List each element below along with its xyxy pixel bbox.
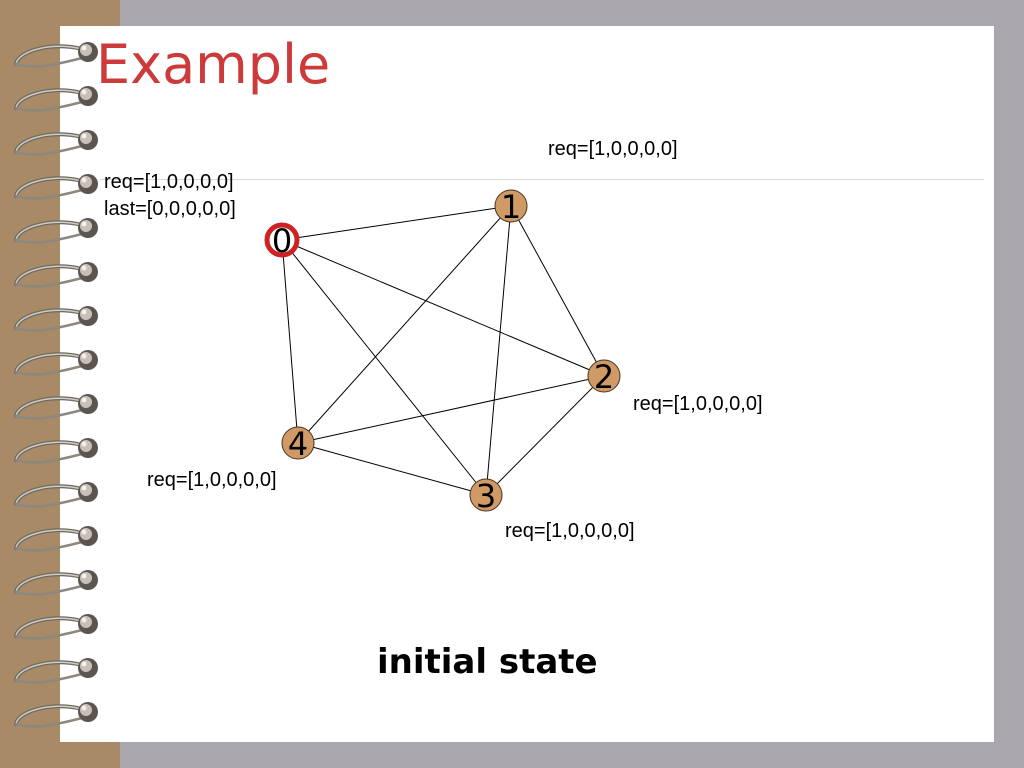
spiral-ring bbox=[14, 482, 98, 508]
node-1-number: 1 bbox=[501, 188, 521, 226]
node-2-circle bbox=[587, 359, 621, 393]
edge-1-2 bbox=[510, 205, 605, 377]
spiral-ring bbox=[14, 218, 98, 244]
edge-3-4 bbox=[297, 442, 487, 496]
node-4: 4 bbox=[281, 425, 315, 463]
node-3: 3 bbox=[469, 477, 503, 515]
node-0-last-label: last=[0,0,0,0,0] bbox=[104, 198, 236, 220]
edge-0-4 bbox=[281, 239, 299, 444]
node-3-req-label: req=[1,0,0,0,0] bbox=[505, 520, 635, 542]
spiral-ring bbox=[14, 438, 98, 464]
notebook-page bbox=[60, 26, 994, 742]
slide-title: Example bbox=[96, 33, 331, 96]
state-caption: initial state bbox=[377, 642, 598, 682]
spiral-ring bbox=[14, 262, 98, 288]
node-4-circle bbox=[281, 426, 315, 460]
node-0-number: 0 bbox=[272, 222, 292, 260]
edges bbox=[281, 205, 605, 496]
edge-1-4 bbox=[297, 205, 512, 444]
edge-0-1 bbox=[281, 205, 512, 241]
spiral-ring bbox=[14, 526, 98, 552]
spiral-ring bbox=[14, 614, 98, 640]
node-1: 1 bbox=[494, 188, 528, 226]
node-1-circle bbox=[494, 189, 528, 223]
node-0-req-label: req=[1,0,0,0,0] bbox=[104, 171, 234, 193]
node-3-number: 3 bbox=[476, 477, 496, 515]
edge-2-3 bbox=[485, 375, 605, 496]
node-4-req-label: req=[1,0,0,0,0] bbox=[147, 469, 277, 491]
node-3-circle bbox=[469, 478, 503, 512]
node-1-req-label: req=[1,0,0,0,0] bbox=[548, 138, 678, 160]
edge-0-2 bbox=[281, 239, 605, 377]
node-2-number: 2 bbox=[594, 358, 614, 396]
spiral-ring bbox=[14, 570, 98, 596]
edge-0-3 bbox=[281, 239, 487, 496]
spiral-ring bbox=[14, 350, 98, 376]
spiral-ring bbox=[14, 86, 98, 112]
spiral-ring bbox=[14, 42, 98, 68]
edge-1-3 bbox=[485, 205, 512, 496]
edge-2-4 bbox=[297, 375, 605, 444]
spiral-ring bbox=[14, 394, 98, 420]
spiral-ring bbox=[14, 130, 98, 156]
initiator-ring bbox=[264, 222, 300, 258]
spiral-ring bbox=[14, 174, 98, 200]
node-4-number: 4 bbox=[288, 425, 308, 463]
node-2: 2 bbox=[587, 358, 621, 396]
spiral-ring bbox=[14, 306, 98, 332]
spiral-ring bbox=[14, 658, 98, 684]
node-2-req-label: req=[1,0,0,0,0] bbox=[633, 393, 763, 415]
spiral-ring bbox=[14, 702, 98, 728]
spiral-rings bbox=[14, 42, 98, 728]
title-divider bbox=[100, 179, 984, 180]
node-0: 0 bbox=[264, 222, 300, 260]
